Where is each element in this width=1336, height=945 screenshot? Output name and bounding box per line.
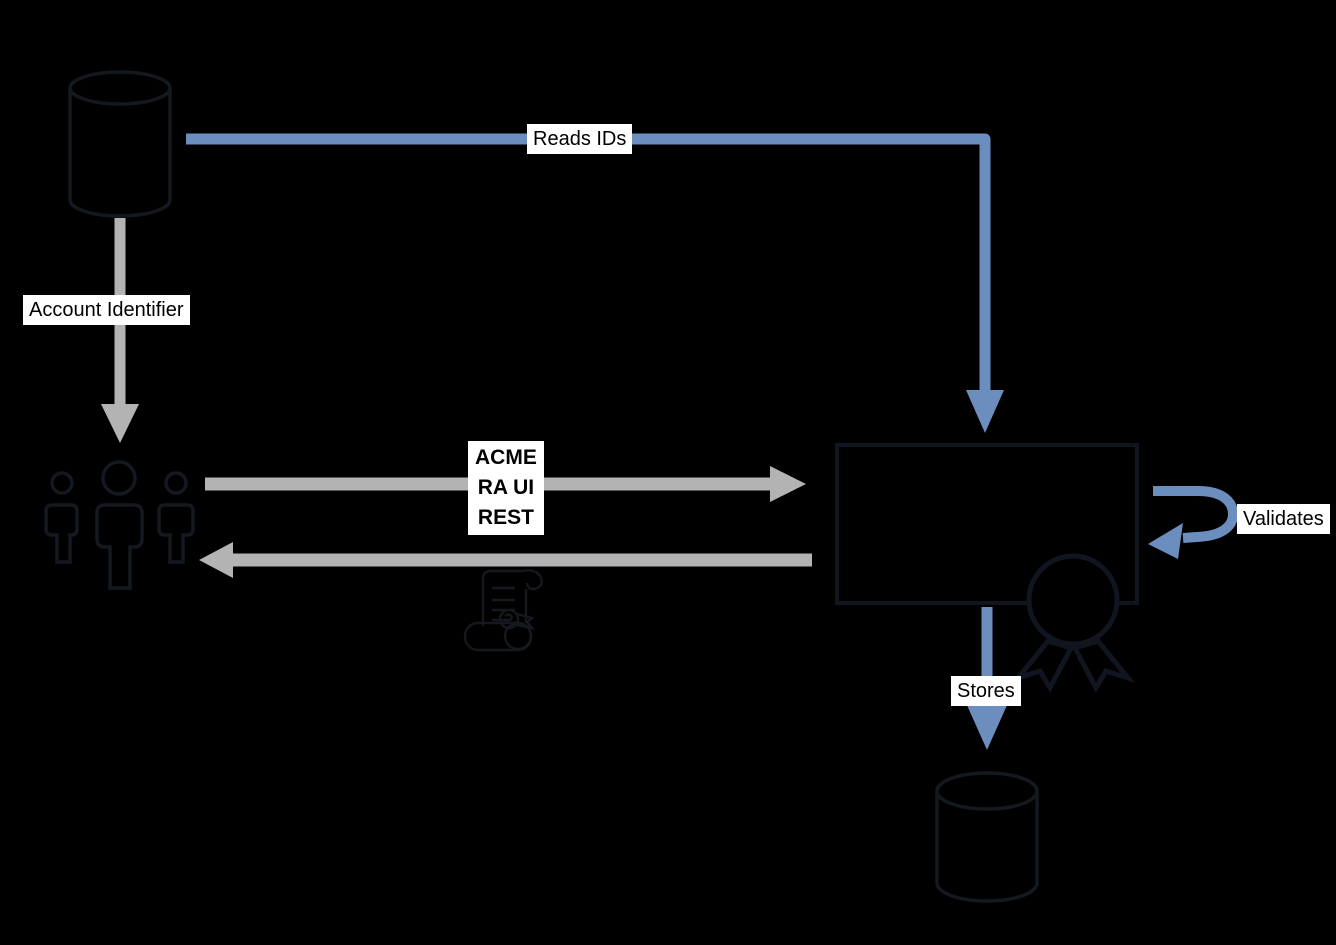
scroll-seal-ribbon bbox=[516, 612, 536, 630]
account-identifier-arrowhead bbox=[101, 404, 139, 443]
award-ribbon-icon bbox=[1010, 553, 1136, 694]
scroll-seal-mark bbox=[504, 613, 513, 625]
account-identifier-arrow bbox=[101, 218, 139, 443]
scroll-roll bbox=[463, 621, 533, 652]
store-database-cylinder-icon bbox=[935, 771, 1039, 903]
ribbon-tail-right bbox=[1071, 638, 1136, 694]
validates-label: Validates bbox=[1237, 504, 1330, 534]
user-center-head bbox=[101, 460, 137, 496]
acme-response-arrow bbox=[199, 542, 812, 578]
user-center-body bbox=[95, 503, 144, 590]
store-database-body bbox=[935, 791, 1039, 903]
validates-loop bbox=[1153, 486, 1239, 543]
database-top bbox=[68, 70, 172, 106]
acme-request-label-line1: ACME bbox=[475, 446, 537, 469]
stores-label: Stores bbox=[951, 676, 1021, 706]
acme-request-label-line2: RA UI bbox=[477, 476, 535, 499]
ribbon-tail-left bbox=[1010, 638, 1075, 694]
account-identifier-label: Account Identifier bbox=[23, 295, 190, 325]
acme-request-label-line3: REST bbox=[477, 506, 534, 529]
scroll-left-edge bbox=[481, 569, 522, 626]
validates-arrow bbox=[1148, 486, 1239, 559]
reads-ids-arrowhead bbox=[966, 390, 1004, 433]
scroll-text-lines bbox=[492, 586, 515, 622]
user-left-body bbox=[44, 503, 79, 564]
user-left-head bbox=[50, 471, 74, 495]
validates-arrowhead bbox=[1148, 523, 1183, 559]
scroll-top-curl bbox=[521, 569, 543, 591]
ribbon-medal bbox=[1026, 553, 1120, 647]
user-right-body bbox=[157, 503, 195, 564]
reads-ids-label: Reads IDs bbox=[527, 124, 633, 154]
reads-ids-arrow bbox=[186, 133, 1004, 433]
scroll-seal bbox=[498, 608, 520, 630]
acme-request-label: ACME RA UI REST bbox=[468, 441, 544, 535]
certificate-scroll-icon bbox=[463, 569, 543, 652]
user-right-head bbox=[164, 471, 188, 495]
store-database-top bbox=[935, 771, 1039, 811]
acme-response-arrowhead bbox=[199, 542, 233, 578]
acme-request-arrowhead bbox=[770, 466, 806, 502]
user-group-icon bbox=[44, 460, 195, 590]
database-cylinder-icon bbox=[68, 70, 172, 218]
stores-arrowhead bbox=[966, 703, 1008, 750]
reads-ids-line bbox=[186, 133, 991, 392]
database-body bbox=[68, 88, 172, 218]
